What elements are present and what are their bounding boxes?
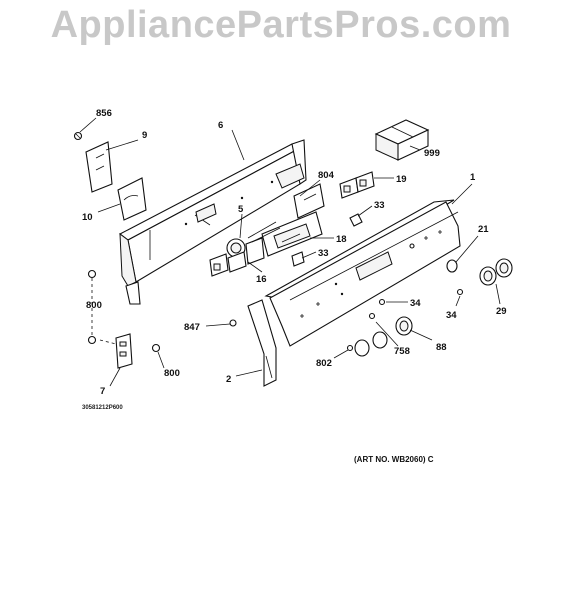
callout-10: 10: [82, 212, 93, 223]
callout-2: 2: [226, 374, 231, 385]
callout-33-upper: 33: [374, 200, 385, 211]
part-33-lower: [291, 251, 305, 267]
part-800-screws: [87, 269, 161, 353]
callout-6: 6: [218, 120, 223, 131]
callout-7: 7: [100, 386, 105, 397]
part-856-screw: [73, 131, 83, 141]
callout-1: 1: [470, 172, 476, 183]
part-5-components: [226, 221, 281, 265]
part-88-knobs: [354, 316, 413, 357]
part-19-switches: [339, 171, 375, 199]
art-number: (ART NO. WB2060) C: [354, 455, 434, 464]
callout-9: 9: [142, 130, 147, 141]
callout-34-center: 34: [410, 298, 421, 309]
part-804-bracket: [293, 183, 325, 219]
drawing-code: 30581212P600: [82, 405, 123, 411]
callout-88: 88: [436, 342, 447, 353]
callout-800-right: 800: [164, 368, 180, 379]
watermark-text: AppliancePartsPros.com: [50, 4, 512, 46]
callout-758: 758: [394, 346, 410, 357]
part-21-knob: [446, 259, 458, 273]
callout-34-right: 34: [446, 310, 457, 321]
callout-29: 29: [496, 306, 507, 317]
callout-856: 856: [96, 108, 112, 119]
callout-16: 16: [256, 274, 267, 285]
part-847-screw: [229, 319, 237, 327]
part-33-upper: [349, 213, 363, 227]
part-34-clips: [378, 288, 464, 306]
leader-lines: [79, 117, 501, 387]
part-10-bracket: [117, 177, 147, 221]
part-758-part-802: [346, 312, 376, 352]
callout-847: 847: [184, 322, 200, 333]
part-29-knobs: [479, 258, 513, 286]
callout-800-left: 800: [86, 300, 102, 311]
part-16-switches: [209, 251, 247, 277]
callout-19: 19: [396, 174, 407, 185]
part-1-control-panel: [264, 199, 461, 347]
callout-802: 802: [316, 358, 332, 369]
callout-18: 18: [336, 234, 347, 245]
callout-33-lower: 33: [318, 248, 329, 259]
part-2-end-cap: [247, 299, 277, 387]
part-18-clock-board: [261, 211, 323, 257]
part-6-rear-panel: [118, 139, 307, 305]
callout-5: 5: [238, 204, 244, 215]
callout-21: 21: [478, 224, 489, 235]
callout-999: 999: [424, 148, 440, 159]
callout-804: 804: [318, 170, 335, 181]
part-999-box: [374, 119, 430, 161]
part-9-bracket: [85, 141, 113, 193]
part-7-bracket: [115, 333, 133, 369]
